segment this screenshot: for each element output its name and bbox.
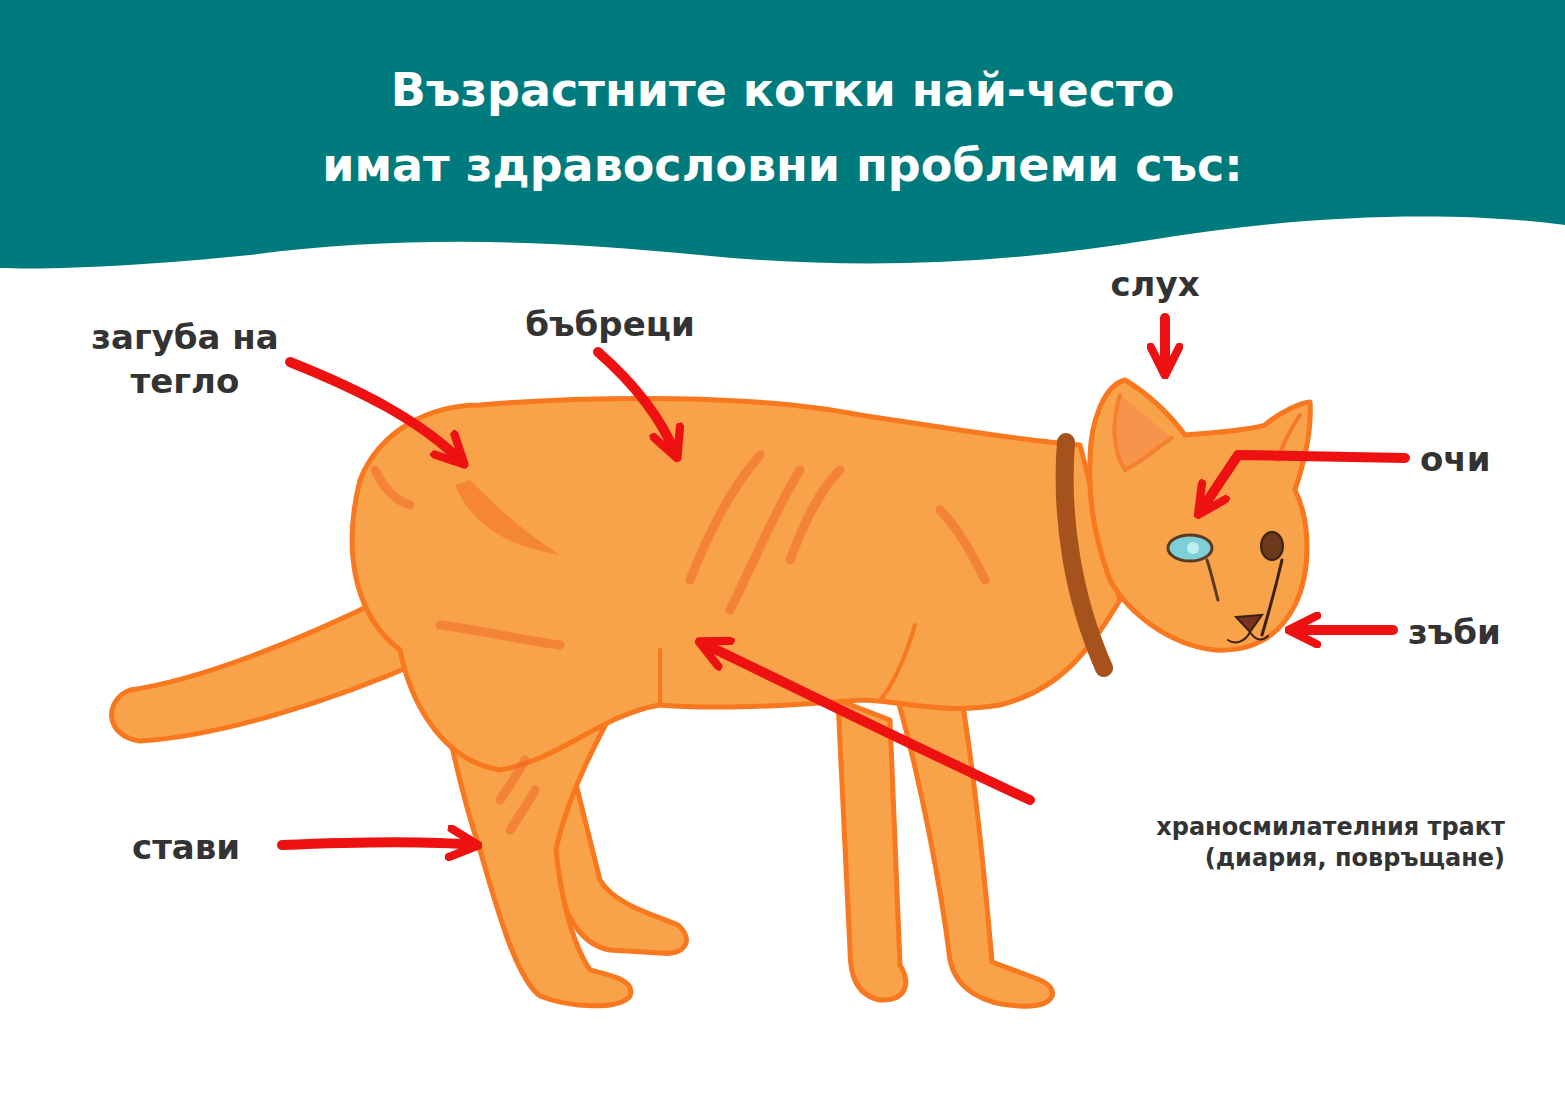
collar (1065, 442, 1104, 668)
header-band (0, 0, 1565, 268)
leader-arrow (290, 362, 462, 462)
leader-arrow (1200, 455, 1405, 512)
part-label: загуба на тегло (90, 315, 280, 403)
part-label: храносмилателния тракт (диария, повръщан… (1065, 812, 1505, 874)
leader-arrow (1160, 318, 1170, 372)
fur-stripe (940, 510, 985, 580)
cat-body (352, 398, 1120, 770)
fur-stripe (375, 470, 410, 505)
title-band: Възрастните котки най-често имат здравос… (0, 53, 1565, 203)
hip-shadow (455, 480, 560, 555)
body-line (880, 625, 915, 700)
cat-nose (1236, 615, 1262, 632)
tear-streak (1207, 560, 1218, 600)
part-label: слух (1100, 262, 1210, 306)
cat (112, 380, 1311, 1006)
part-label: очи (1420, 437, 1520, 481)
leader-arrow (1292, 625, 1393, 635)
fur-stripe (440, 625, 560, 645)
leader-arrows (282, 318, 1405, 845)
leader-arrow (282, 842, 475, 845)
leader-arrow (702, 643, 1030, 800)
cat-eye (1168, 535, 1212, 561)
cat-leg (838, 700, 906, 1000)
title: Възрастните котки най-често имат здравос… (283, 53, 1283, 203)
cat-eye (1261, 532, 1283, 560)
cat-mouth (1228, 632, 1268, 642)
body-line (658, 650, 662, 705)
face-line (1262, 560, 1282, 635)
fur-stripe (730, 470, 800, 610)
part-label: бъбреци (515, 302, 705, 346)
part-label: зъби (1408, 610, 1528, 654)
fur-stripe (790, 470, 840, 560)
cat-details (375, 395, 1300, 830)
fur-stripe (510, 790, 535, 830)
part-label: стави (132, 825, 272, 869)
fur-stripe (500, 760, 525, 800)
leader-arrow (598, 352, 676, 455)
cat-pupil (1187, 542, 1199, 554)
inner-ear (1115, 395, 1172, 470)
